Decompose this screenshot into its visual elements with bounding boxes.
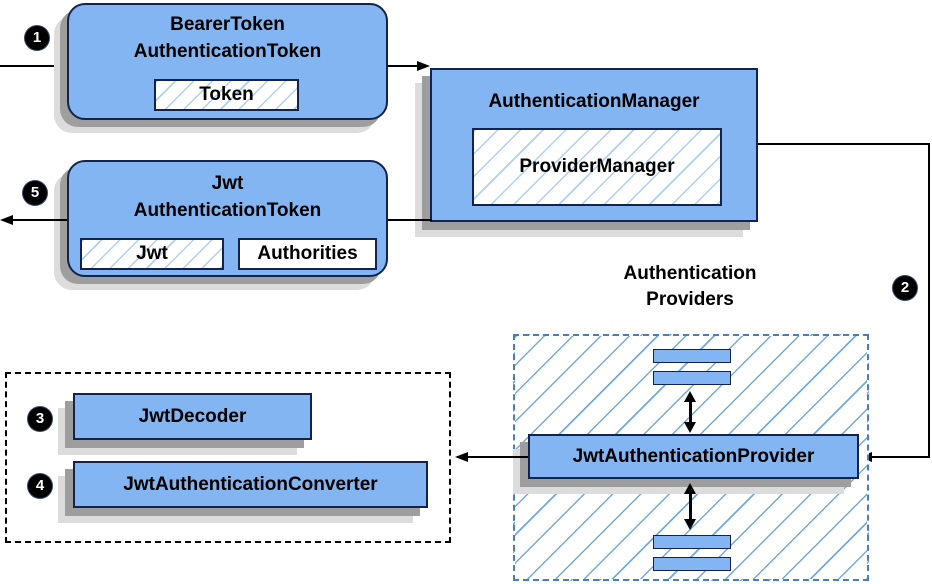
double-arrow-top-line [689, 400, 692, 424]
jwt-decoder-label: JwtDecoder [138, 405, 247, 427]
token-label: Token [199, 84, 254, 105]
jwt-token-title-line1: Jwt [211, 173, 244, 194]
arrow-provider-to-tools-head [455, 452, 468, 462]
step-badge-3: 3 [28, 407, 52, 431]
jwt-token-title-line2: AuthenticationToken [133, 200, 322, 221]
step-badge-1: 1 [25, 26, 49, 50]
provider-slot-bar-3 [653, 535, 731, 549]
arrow-provider-to-tools-line [468, 456, 528, 458]
arrow-response-out-head [0, 215, 13, 225]
authentication-manager-title: AuthenticationManager [488, 91, 700, 112]
step-badge-5: 5 [23, 181, 47, 205]
jwt-authentication-converter-label: JwtAuthenticationConverter [123, 473, 378, 495]
provider-slot-bar-4 [653, 557, 731, 571]
arrow-request-in-line [0, 65, 68, 67]
double-arrow-bottom-line [689, 492, 692, 520]
double-arrow-top-up-head [684, 391, 696, 402]
arrow-response-out-line [12, 219, 67, 221]
arrow-to-authentication-manager-line [388, 65, 417, 67]
node-bearer-token-authentication-token: BearerToken AuthenticationToken Token [67, 3, 388, 120]
step-badge-4: 4 [28, 474, 52, 498]
double-arrow-top-down-head [684, 422, 696, 433]
line-step2-vertical [928, 143, 930, 458]
child-authorities: Authorities [238, 238, 377, 270]
bearer-token-title-line1: BearerToken [170, 14, 285, 35]
provider-slot-bar-1 [653, 349, 731, 363]
jwt-label: Jwt [136, 243, 168, 264]
line-step2-horizontal [758, 143, 930, 145]
provider-slot-bar-2 [653, 371, 731, 385]
child-token: Token [154, 79, 299, 111]
container-jwt-tools [5, 372, 451, 543]
node-authentication-manager: AuthenticationManager ProviderManager [430, 68, 758, 222]
arrow-to-authentication-manager-head [417, 61, 430, 71]
node-jwt-authentication-token: Jwt AuthenticationToken Jwt Authorities [67, 160, 388, 277]
child-provider-manager: ProviderManager [472, 128, 722, 206]
double-arrow-bottom-down-head [684, 519, 696, 530]
node-jwt-decoder: JwtDecoder [73, 393, 312, 440]
providers-label-line2: Providers [646, 289, 734, 310]
authorities-label: Authorities [257, 243, 358, 264]
line-manager-to-jwt-token [388, 219, 432, 221]
line-step2-into-provider [872, 456, 929, 458]
jwt-authentication-provider-label: JwtAuthenticationProvider [572, 445, 815, 467]
bearer-token-title-line2: AuthenticationToken [133, 41, 322, 62]
child-jwt: Jwt [80, 238, 224, 270]
node-jwt-authentication-converter: JwtAuthenticationConverter [73, 461, 428, 508]
step-badge-2: 2 [893, 276, 917, 300]
double-arrow-bottom-up-head [684, 483, 696, 494]
node-jwt-authentication-provider: JwtAuthenticationProvider [528, 434, 859, 479]
providers-label-line1: Authentication [623, 263, 757, 284]
provider-manager-label: ProviderManager [519, 156, 675, 177]
